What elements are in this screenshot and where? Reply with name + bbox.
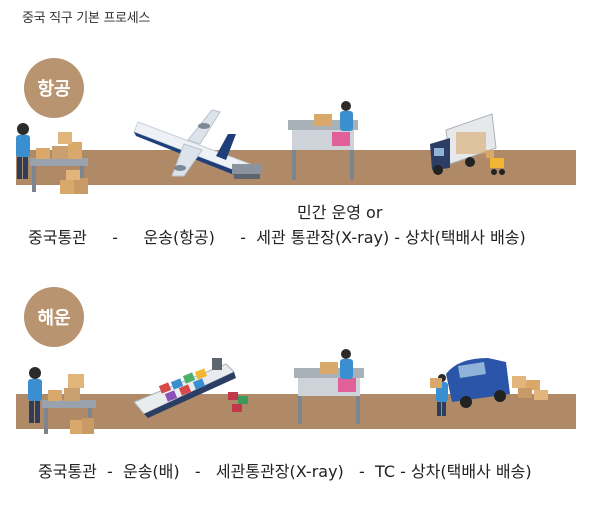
- xray-inspector-icon: [284, 100, 370, 184]
- page-title: 중국 직구 기본 프로세스: [22, 7, 150, 26]
- airplane-icon: [128, 104, 268, 190]
- cargo-ship-icon: [130, 352, 254, 422]
- air-badge: 항공: [24, 58, 84, 118]
- delivery-van-icon: [428, 354, 552, 420]
- air-caption-top: 민간 운영 or: [297, 199, 382, 223]
- xray-inspector-icon: [290, 348, 374, 428]
- sea-badge: 해운: [24, 287, 84, 347]
- delivery-truck-icon: [426, 110, 512, 182]
- air-caption: 중국통관 - 운송(항공) - 세관 통관장(X-ray) - 상차(택배사 배…: [28, 224, 526, 248]
- box-stack-icon: [68, 414, 96, 436]
- sea-caption: 중국통관 - 운송(배) - 세관통관장(X-ray) - TC - 상차(택배…: [38, 458, 532, 482]
- box-stack-icon: [58, 170, 90, 196]
